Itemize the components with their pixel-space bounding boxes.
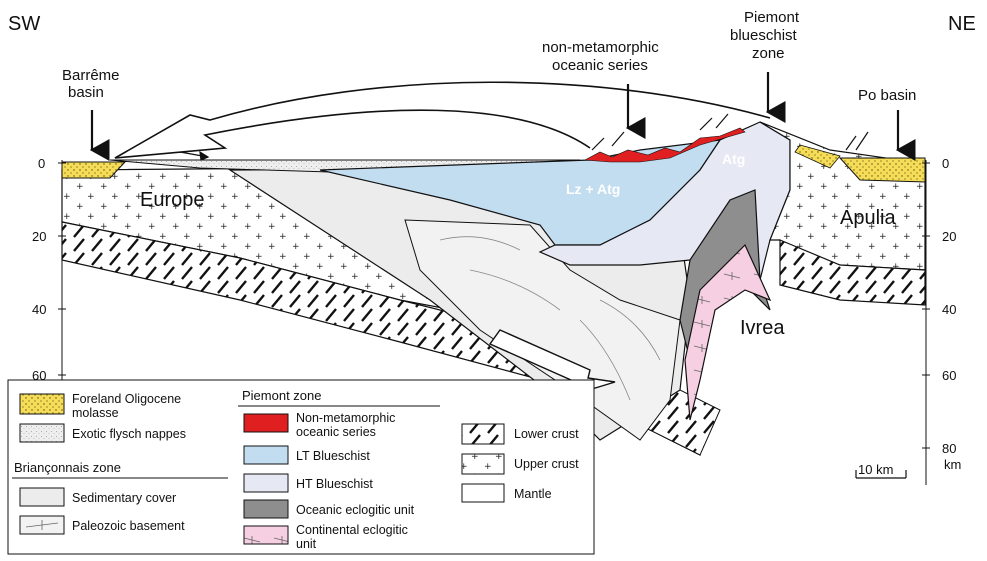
piemont-callout-line2: blueschist bbox=[730, 27, 798, 44]
legend-swatch-oceanic bbox=[244, 500, 288, 518]
left-tick-20: 20 bbox=[32, 229, 46, 244]
legend-piemont-heading: Piemont zone bbox=[242, 388, 322, 403]
legend-swatch-flysch bbox=[20, 424, 64, 442]
depth-unit: km bbox=[944, 457, 961, 472]
legend-ht: HT Blueschist bbox=[296, 477, 373, 491]
region-ivrea: Ivrea bbox=[740, 317, 785, 339]
region-lz-atg: Lz + Atg bbox=[566, 181, 620, 197]
right-tick-0: 0 bbox=[942, 156, 949, 171]
left-tick-0: 0 bbox=[38, 156, 45, 171]
legend-swatch-lt bbox=[244, 446, 288, 464]
legend-nonmeta-line2: oceanic series bbox=[296, 425, 376, 439]
barreme-callout-line2: basin bbox=[68, 84, 104, 101]
legend-molasse-line2: molasse bbox=[72, 406, 119, 420]
right-tick-40: 40 bbox=[942, 302, 956, 317]
legend-swatch-mantle bbox=[462, 484, 504, 502]
legend: Foreland Oligocene molasse Exotic flysch… bbox=[8, 380, 594, 554]
right-tick-20: 20 bbox=[942, 229, 956, 244]
legend-paleozoic: Paleozoic basement bbox=[72, 519, 185, 533]
scale-bar-label: 10 km bbox=[858, 462, 893, 477]
legend-swatch-continental bbox=[244, 526, 288, 544]
legend-sedimentary: Sedimentary cover bbox=[72, 491, 176, 505]
legend-briancon-heading: Briançonnais zone bbox=[14, 460, 121, 475]
piemont-callout-line3: zone bbox=[752, 45, 785, 62]
legend-molasse-line1: Foreland Oligocene bbox=[72, 392, 181, 406]
orientation-ne: NE bbox=[948, 13, 976, 35]
legend-swatch-molasse bbox=[20, 394, 64, 414]
legend-lt: LT Blueschist bbox=[296, 449, 370, 463]
barreme-callout-line1: Barrême bbox=[62, 67, 120, 84]
orientation-sw: SW bbox=[8, 13, 40, 35]
legend-swatch-lower-crust bbox=[462, 424, 504, 444]
legend-nonmeta-line1: Non-metamorphic bbox=[296, 411, 395, 425]
legend-swatch-upper-crust bbox=[462, 454, 504, 474]
legend-oceanic: Oceanic eclogitic unit bbox=[296, 503, 415, 517]
legend-swatch-ht bbox=[244, 474, 288, 492]
nonmeta-callout-line1: non-metamorphic bbox=[542, 39, 659, 56]
legend-mantle: Mantle bbox=[514, 487, 552, 501]
legend-flysch: Exotic flysch nappes bbox=[72, 427, 186, 441]
left-tick-40: 40 bbox=[32, 302, 46, 317]
legend-continental-line1: Continental eclogitic bbox=[296, 523, 408, 537]
region-apulia: Apulia bbox=[840, 207, 896, 229]
right-tick-80: 80 bbox=[942, 441, 956, 456]
piemont-callout-line1: Piemont bbox=[744, 9, 800, 26]
legend-upper-crust: Upper crust bbox=[514, 457, 579, 471]
region-europe: Europe bbox=[140, 189, 205, 211]
legend-swatch-nonmeta bbox=[244, 414, 288, 432]
right-tick-60: 60 bbox=[942, 368, 956, 383]
region-atg: Atg bbox=[722, 151, 745, 167]
nonmeta-callout-line2: oceanic series bbox=[552, 57, 648, 74]
po-callout: Po basin bbox=[858, 87, 916, 104]
legend-lower-crust: Lower crust bbox=[514, 427, 579, 441]
legend-continental-line2: unit bbox=[296, 537, 317, 551]
legend-swatch-sedimentary bbox=[20, 488, 64, 506]
